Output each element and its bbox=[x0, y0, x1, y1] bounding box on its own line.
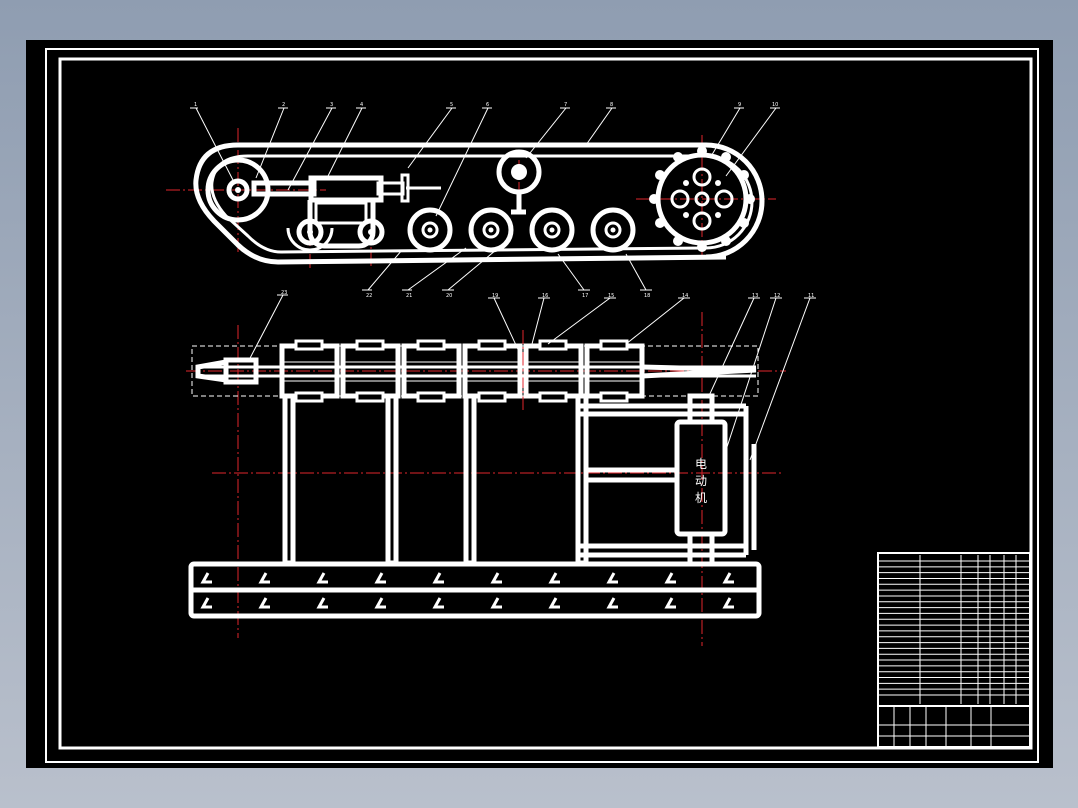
sprocket-hole bbox=[670, 189, 690, 209]
sprocket-tooth bbox=[721, 152, 731, 162]
motor-label: 电 bbox=[695, 457, 707, 471]
bracket-roller-left-axle bbox=[307, 229, 313, 235]
callout-label: 16 bbox=[542, 293, 548, 299]
frame-leg bbox=[463, 393, 477, 566]
sprocket-tooth bbox=[673, 152, 683, 162]
shaft-coupling bbox=[223, 357, 259, 385]
sprocket-hole bbox=[714, 189, 734, 209]
callout-label: 8 bbox=[610, 102, 613, 108]
shaft-end-right bbox=[641, 364, 757, 379]
callout-label: 10 bbox=[772, 102, 778, 108]
parts-list-rows bbox=[878, 560, 1030, 690]
sprocket-tooth bbox=[745, 194, 755, 204]
callout-label: 19 bbox=[492, 293, 498, 299]
callout-label: 14 bbox=[682, 293, 688, 299]
tension-cylinder bbox=[308, 175, 384, 203]
track-side-view: 1 2 3 4 5 6 7 8 9 10 22 21 20 17 18 bbox=[166, 102, 780, 299]
carrier-roller-gear bbox=[511, 164, 527, 180]
callout-label: 12 bbox=[774, 293, 780, 299]
callout-label: 21 bbox=[406, 293, 412, 299]
motor-shaft-top bbox=[687, 393, 715, 425]
parts-list-frame bbox=[877, 552, 1031, 748]
sprocket-tooth bbox=[721, 236, 731, 246]
callout-label: 9 bbox=[738, 102, 741, 108]
road-wheel-hub bbox=[543, 221, 561, 239]
callout-label: 3 bbox=[330, 102, 333, 108]
callouts-plan: 23 19 16 15 14 13 12 11 bbox=[247, 290, 816, 461]
bracket-roller-left bbox=[296, 218, 324, 246]
crawler-track bbox=[193, 142, 765, 265]
idler-wheel-outer bbox=[205, 157, 271, 223]
frame-leg bbox=[575, 393, 589, 566]
callouts-top: 1 2 3 4 5 6 7 8 9 10 bbox=[190, 102, 780, 217]
callouts-bottom: 22 21 20 17 18 bbox=[362, 247, 652, 299]
sprocket-tooth bbox=[655, 170, 665, 180]
callout-label: 13 bbox=[752, 293, 758, 299]
callout-label: 4 bbox=[360, 102, 363, 108]
idler-wheel-hub bbox=[226, 178, 250, 202]
callout-label: 11 bbox=[808, 293, 814, 299]
road-wheel bbox=[529, 207, 575, 253]
motor-shaft-bottom bbox=[687, 531, 715, 567]
sprocket-hole bbox=[692, 211, 712, 231]
motor-label: 动 bbox=[695, 474, 707, 488]
motor-label: 机 bbox=[695, 491, 707, 505]
road-wheel bbox=[407, 207, 453, 253]
frame-leg bbox=[282, 393, 296, 566]
road-wheel-axle bbox=[610, 227, 616, 233]
road-wheel-hub bbox=[604, 221, 622, 239]
bracket-block bbox=[314, 201, 368, 225]
callout-label: 7 bbox=[564, 102, 567, 108]
sprocket-hub bbox=[694, 191, 710, 207]
road-wheel-axle bbox=[488, 227, 494, 233]
track-grousers bbox=[200, 572, 734, 609]
sheet-border bbox=[45, 48, 1039, 763]
callout-label: 20 bbox=[446, 293, 452, 299]
frame-leg bbox=[385, 393, 399, 566]
bracket-roller-right bbox=[357, 218, 385, 246]
sprocket-tooth bbox=[655, 218, 665, 228]
callout-label: 5 bbox=[450, 102, 453, 108]
cad-viewport[interactable]: 1 2 3 4 5 6 7 8 9 10 22 21 20 17 18 bbox=[26, 40, 1053, 768]
sprocket-bolt bbox=[683, 180, 689, 186]
sprocket-tooth bbox=[739, 218, 749, 228]
mechanical-drawing: 1 2 3 4 5 6 7 8 9 10 22 21 20 17 18 bbox=[45, 48, 1039, 763]
road-wheel-hub bbox=[421, 221, 439, 239]
sprocket-bolt bbox=[715, 212, 721, 218]
road-wheel-axle bbox=[549, 227, 555, 233]
callout-label: 1 bbox=[194, 102, 197, 108]
idler-wheel-axle bbox=[235, 187, 241, 193]
title-block bbox=[877, 552, 1031, 748]
callout-label: 22 bbox=[366, 293, 372, 299]
sprocket-tooth bbox=[697, 242, 707, 252]
sprocket-tooth bbox=[673, 236, 683, 246]
road-wheel-axle bbox=[427, 227, 433, 233]
callout-label: 17 bbox=[582, 293, 588, 299]
sprocket-tooth bbox=[649, 194, 659, 204]
road-wheel bbox=[468, 207, 514, 253]
callout-label: 2 bbox=[282, 102, 285, 108]
roller-bracket bbox=[307, 200, 376, 249]
callout-label: 15 bbox=[608, 293, 614, 299]
callout-label: 6 bbox=[486, 102, 489, 108]
sprocket-bolt bbox=[683, 212, 689, 218]
drawing-frame bbox=[58, 57, 1033, 750]
sprocket-tooth bbox=[697, 146, 707, 156]
sprocket-hole bbox=[692, 167, 712, 187]
road-wheel-hub bbox=[482, 221, 500, 239]
bracket-roller-right-axle bbox=[368, 229, 374, 235]
callout-label: 23 bbox=[281, 290, 287, 296]
road-wheels bbox=[407, 207, 636, 253]
drive-sprocket bbox=[649, 146, 755, 252]
tension-rod bbox=[251, 180, 317, 197]
bracket-pulley bbox=[286, 227, 334, 252]
callout-label: 18 bbox=[644, 293, 650, 299]
road-wheel bbox=[590, 207, 636, 253]
drive-plan-view: 电 动 机 23 19 bbox=[186, 290, 816, 646]
sprocket-bolt bbox=[715, 180, 721, 186]
plan-wheel-hubs bbox=[279, 339, 645, 403]
sprocket-tooth bbox=[739, 170, 749, 180]
